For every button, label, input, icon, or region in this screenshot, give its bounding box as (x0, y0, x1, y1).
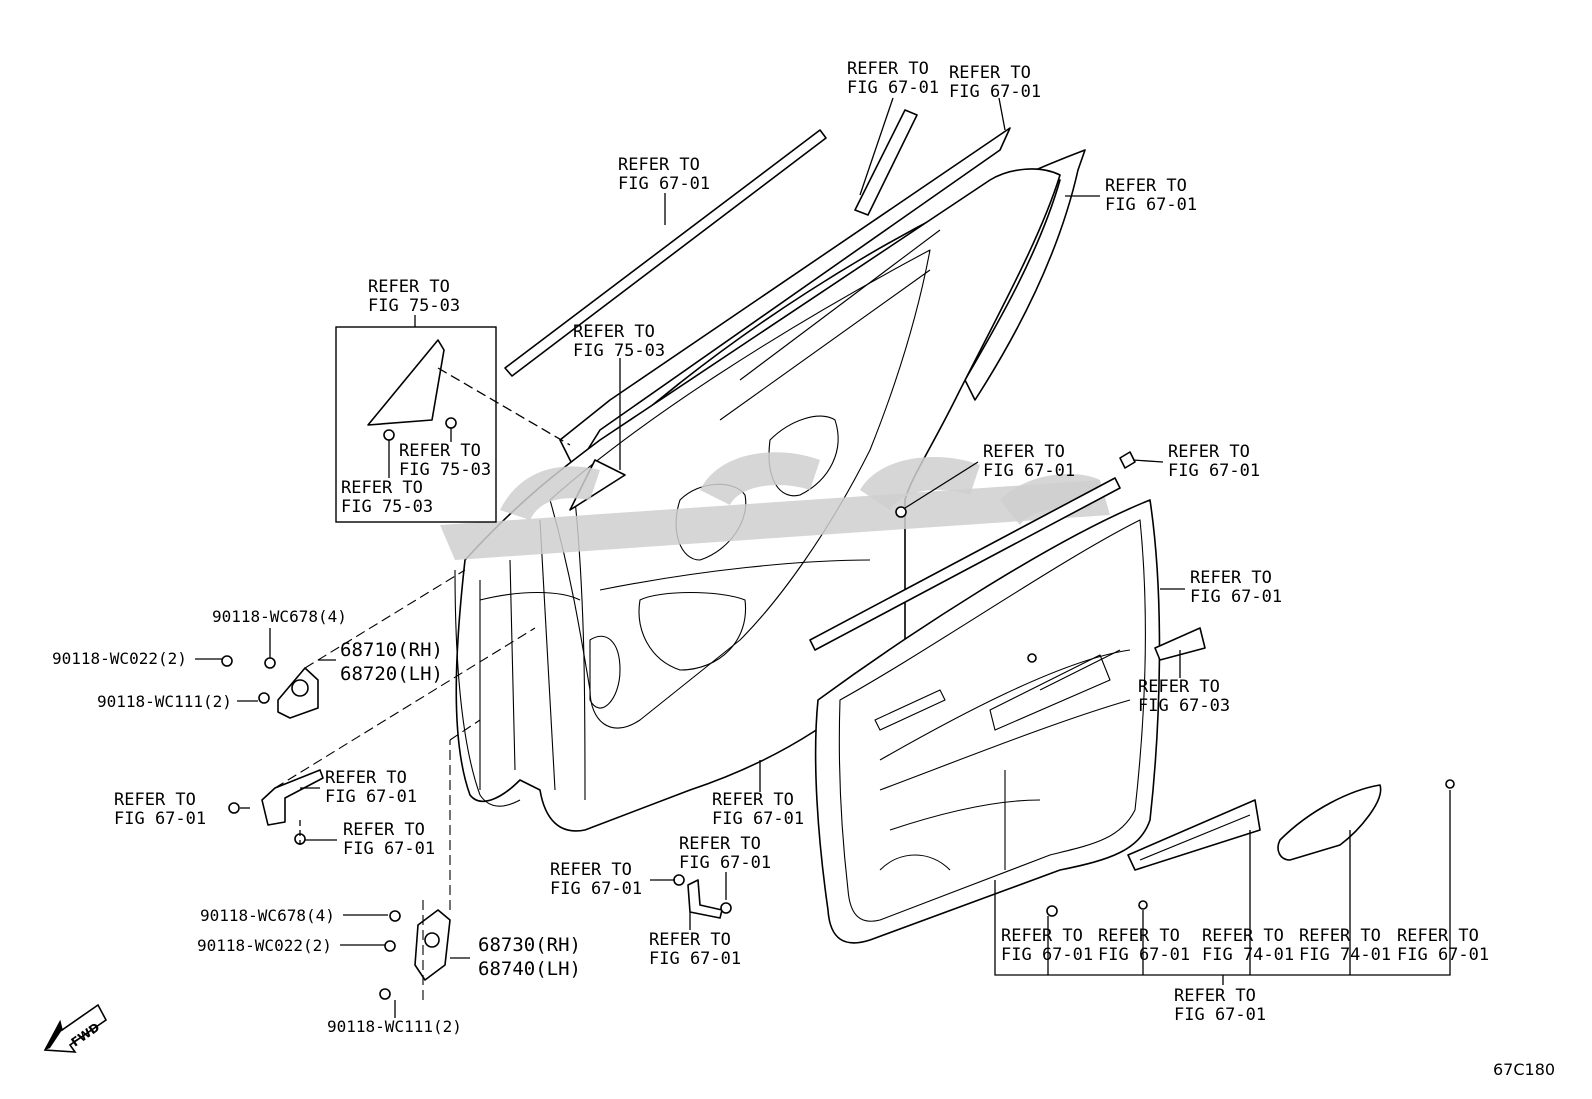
refer-label-r18-line2: FIG 67-01 (550, 879, 642, 899)
refer-label-r25-line2: FIG 67-01 (1174, 1005, 1266, 1025)
refer-label-r24-line1: REFER TO (1397, 926, 1479, 946)
refer-label-r19-line2: FIG 67-01 (649, 949, 741, 969)
refer-label-r13-line1: REFER TO (325, 768, 407, 788)
refer-label-r4-line1: REFER TO (1105, 176, 1187, 196)
inset-box (335, 326, 497, 523)
refer-label-r1-line2: FIG 67-01 (847, 78, 939, 98)
part-label-bolt-upper-1: 90118-WC678(4) (212, 607, 347, 626)
part-label-bolt-lower-1: 90118-WC678(4) (200, 906, 335, 925)
leader-lines (195, 97, 1451, 1018)
refer-label-r11-line2: FIG 67-01 (1190, 587, 1282, 607)
upper-hinge (221, 655, 319, 719)
door-trim-panel (809, 451, 1161, 944)
refer-label-r16-line2: FIG 67-01 (343, 839, 435, 859)
refer-label-r8-line2: FIG 75-03 (341, 497, 433, 517)
refer-label-r10-line1: REFER TO (1168, 442, 1250, 462)
fwd-arrow-icon: FWD (43, 1003, 108, 1053)
refer-label-r15-line2: FIG 67-01 (712, 809, 804, 829)
refer-label-r2-line2: FIG 67-01 (949, 82, 1041, 102)
refer-label-r6-line2: FIG 75-03 (573, 341, 665, 361)
refer-label-r17-line2: FIG 67-01 (679, 853, 771, 873)
refer-label-r15-line1: REFER TO (712, 790, 794, 810)
refer-label-r9-line1: REFER TO (983, 442, 1065, 462)
refer-labels: REFER TO FIG 67-01 REFER TO FIG 67-01 RE… (114, 59, 1489, 1025)
refer-label-r3-line2: FIG 67-01 (618, 174, 710, 194)
refer-label-r7-line2: FIG 75-03 (399, 460, 491, 480)
refer-label-r12-line2: FIG 67-03 (1138, 696, 1230, 716)
refer-label-r25-line1: REFER TO (1174, 986, 1256, 1006)
refer-label-r1-line1: REFER TO (847, 59, 929, 79)
refer-label-r18-line1: REFER TO (550, 860, 632, 880)
lower-hinge (379, 909, 451, 1000)
refer-label-r16-line1: REFER TO (343, 820, 425, 840)
refer-label-r6-line1: REFER TO (573, 322, 655, 342)
part-number-labels: 90118-WC678(4) 90118-WC022(2) 90118-WC11… (52, 607, 581, 1036)
watermark-logo (440, 452, 1110, 560)
part-label-hinge-lower-rh: 68730(RH) (478, 934, 581, 956)
part-label-bolt-lower-3: 90118-WC111(2) (327, 1017, 462, 1036)
refer-label-r14-line1: REFER TO (114, 790, 196, 810)
refer-label-r24-line2: FIG 67-01 (1397, 945, 1489, 965)
refer-label-r4-line2: FIG 67-01 (1105, 195, 1197, 215)
refer-label-r17-line1: REFER TO (679, 834, 761, 854)
refer-label-r5-line1: REFER TO (368, 277, 450, 297)
refer-label-r11-line1: REFER TO (1190, 568, 1272, 588)
refer-label-r22-line2: FIG 74-01 (1202, 945, 1294, 965)
refer-label-r21-line2: FIG 67-01 (1098, 945, 1190, 965)
refer-label-r5-line2: FIG 75-03 (368, 296, 460, 316)
refer-label-r7-line1: REFER TO (399, 441, 481, 461)
part-label-hinge-upper-lh: 68720(LH) (340, 663, 443, 685)
refer-label-r9-line2: FIG 67-01 (983, 461, 1075, 481)
part-label-bolt-upper-3: 90118-WC111(2) (97, 692, 232, 711)
refer-label-r23-line1: REFER TO (1299, 926, 1381, 946)
refer-label-r22-line1: REFER TO (1202, 926, 1284, 946)
part-label-hinge-lower-lh: 68740(LH) (478, 958, 581, 980)
refer-label-r13-line2: FIG 67-01 (325, 787, 417, 807)
refer-label-r21-line1: REFER TO (1098, 926, 1180, 946)
refer-label-r3-line1: REFER TO (618, 155, 700, 175)
refer-label-r10-line2: FIG 67-01 (1168, 461, 1260, 481)
refer-label-r19-line1: REFER TO (649, 930, 731, 950)
part-label-bolt-lower-2: 90118-WC022(2) (197, 936, 332, 955)
refer-label-r20-line1: REFER TO (1001, 926, 1083, 946)
bracket (673, 874, 732, 919)
door-check (228, 769, 324, 845)
refer-label-r20-line2: FIG 67-01 (1001, 945, 1093, 965)
refer-label-r23-line2: FIG 74-01 (1299, 945, 1391, 965)
small-parts (895, 506, 1455, 917)
door-shell (454, 109, 1086, 832)
figure-code: 67C180 (1493, 1060, 1555, 1079)
refer-label-r8-line1: REFER TO (341, 478, 423, 498)
refer-label-r2-line1: REFER TO (949, 63, 1031, 83)
refer-label-r14-line2: FIG 67-01 (114, 809, 206, 829)
part-label-bolt-upper-2: 90118-WC022(2) (52, 649, 187, 668)
refer-label-r12-line1: REFER TO (1138, 677, 1220, 697)
part-label-hinge-upper-rh: 68710(RH) (340, 639, 443, 661)
